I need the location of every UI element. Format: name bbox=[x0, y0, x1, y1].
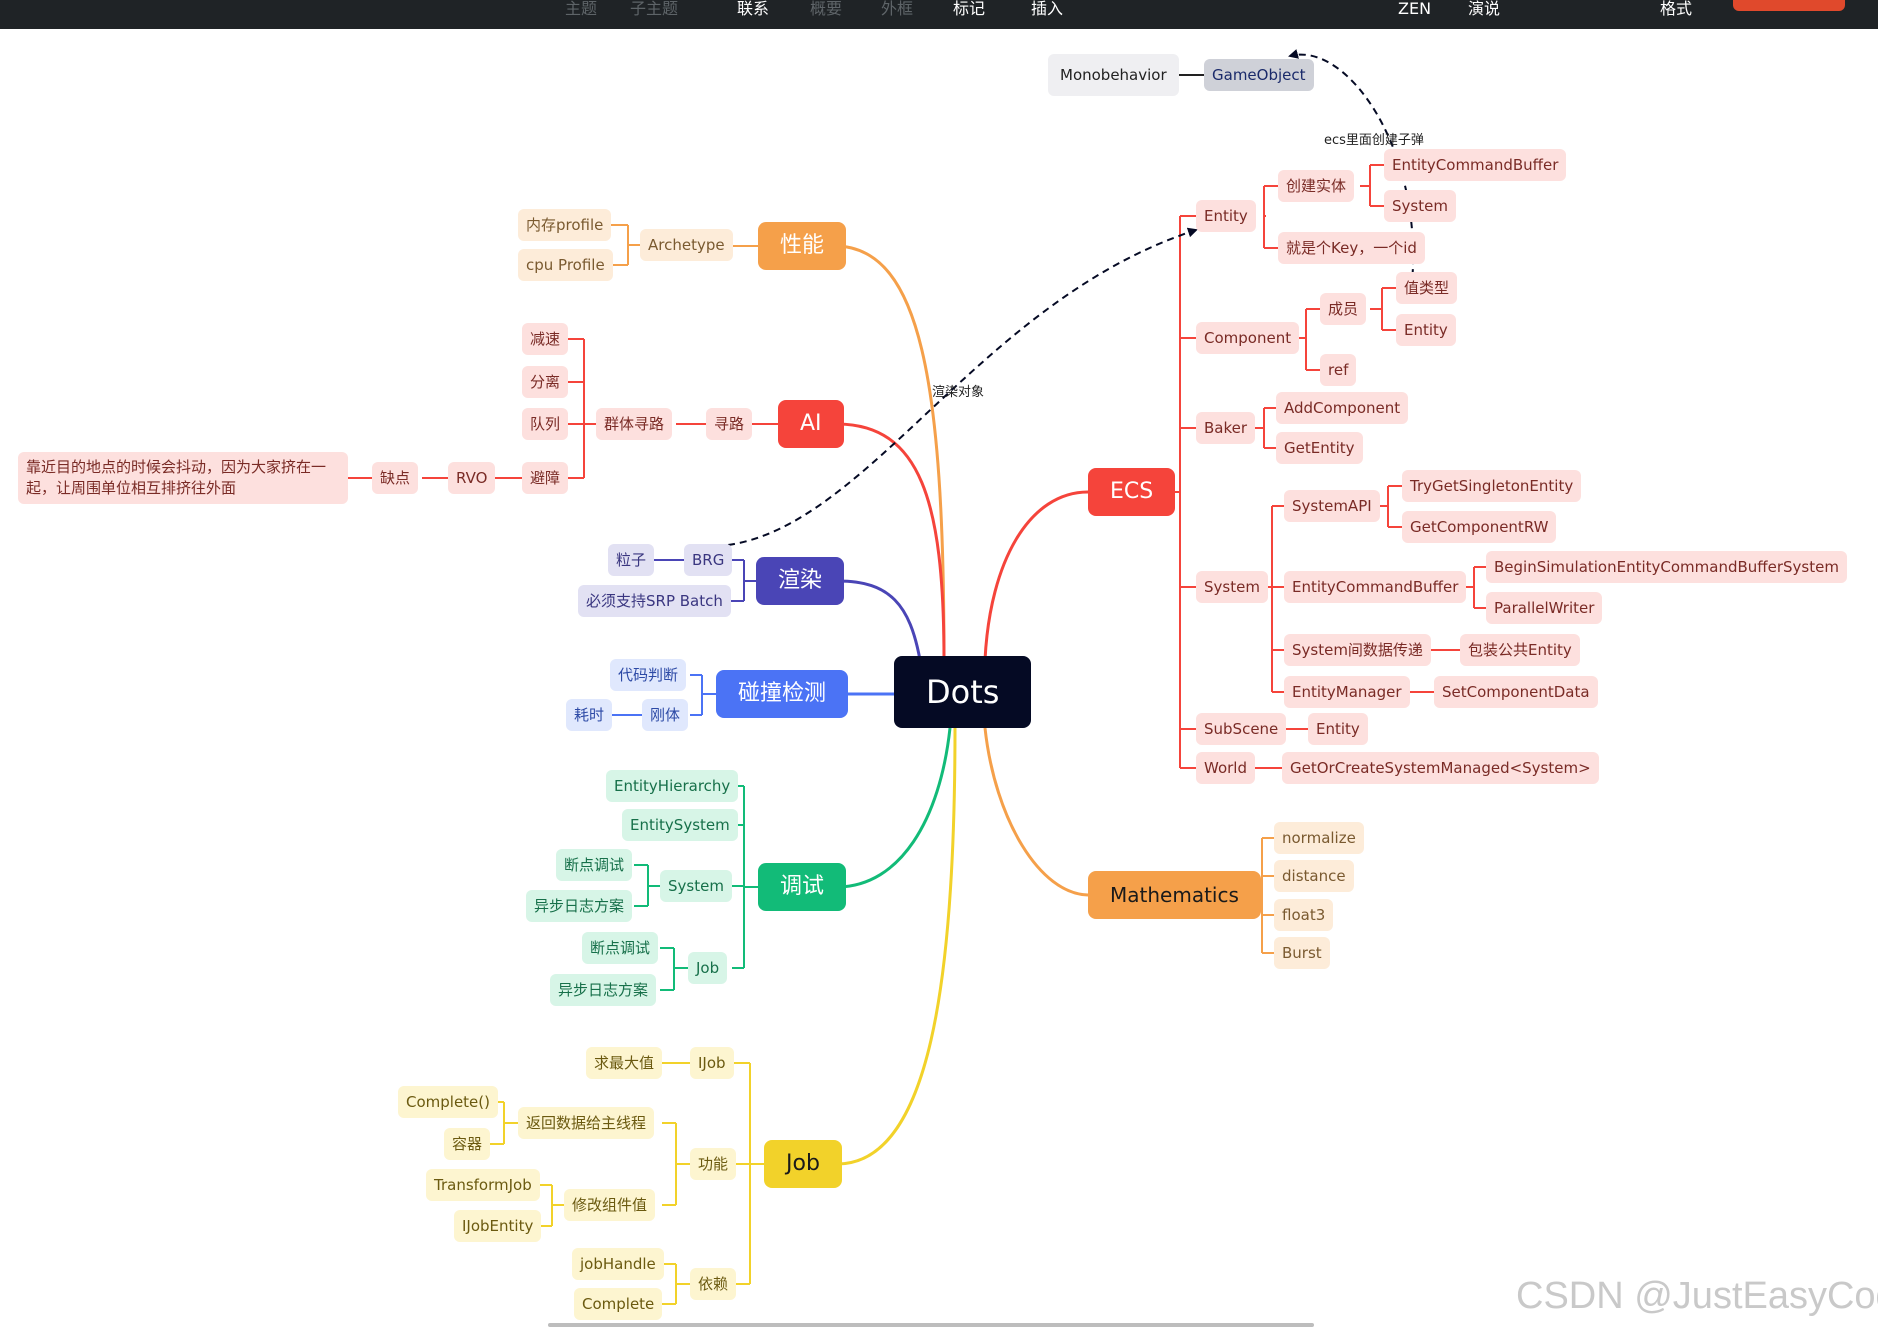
topic-float3[interactable]: float3 bbox=[1274, 899, 1334, 931]
topic-job-async-log[interactable]: 异步日志方案 bbox=[550, 974, 657, 1006]
topic-collision[interactable]: 碰撞检测 bbox=[716, 670, 849, 718]
toolbar-summary[interactable]: 概要 bbox=[810, 0, 843, 18]
toolbar-pitch[interactable]: 演说 bbox=[1468, 0, 1501, 18]
topic-entity[interactable]: Entity bbox=[1196, 200, 1256, 232]
toolbar-insert[interactable]: 插入 bbox=[1031, 0, 1064, 18]
topic-particle[interactable]: 粒子 bbox=[608, 544, 655, 576]
topic-ai[interactable]: AI bbox=[778, 400, 844, 448]
topic-add-component[interactable]: AddComponent bbox=[1276, 392, 1409, 424]
topic-rigidbody[interactable]: 刚体 bbox=[642, 699, 689, 731]
topic-find-max[interactable]: 求最大值 bbox=[586, 1047, 663, 1079]
topic-rvo[interactable]: RVO bbox=[448, 462, 496, 494]
topic-debug-system[interactable]: System bbox=[660, 870, 732, 902]
topic-entity-system[interactable]: EntitySystem bbox=[622, 809, 738, 841]
topic-return-to-main[interactable]: 返回数据给主线程 bbox=[518, 1107, 655, 1139]
topic-container[interactable]: 容器 bbox=[444, 1128, 491, 1160]
topic-begin-simulation-ecb[interactable]: BeginSimulationEntityCommandBufferSystem bbox=[1486, 551, 1847, 583]
topic-slowdown[interactable]: 减速 bbox=[522, 323, 569, 355]
topic-wrap-shared-entity[interactable]: 包装公共Entity bbox=[1460, 634, 1580, 666]
topic-modify-component[interactable]: 修改组件值 bbox=[564, 1189, 656, 1221]
topic-entity-manager[interactable]: EntityManager bbox=[1284, 676, 1410, 708]
topic-get-entity[interactable]: GetEntity bbox=[1276, 432, 1363, 464]
toolbar-boundary[interactable]: 外框 bbox=[881, 0, 914, 18]
watermark: CSDN @JustEasyCode bbox=[1516, 1275, 1878, 1317]
topic-mathematics[interactable]: Mathematics bbox=[1088, 871, 1261, 919]
topic-normalize[interactable]: normalize bbox=[1274, 822, 1364, 854]
topic-flock-pathfinding[interactable]: 群体寻路 bbox=[596, 408, 673, 440]
topic-entity-key[interactable]: 就是个Key，一个id bbox=[1278, 232, 1425, 264]
topic-ecs[interactable]: ECS bbox=[1088, 468, 1176, 516]
topic-memory-profile[interactable]: 内存profile bbox=[518, 209, 612, 241]
topic-member[interactable]: 成员 bbox=[1320, 293, 1367, 325]
topic-ecb-create[interactable]: EntityCommandBuffer bbox=[1384, 149, 1567, 181]
topic-system-data-transfer[interactable]: System间数据传递 bbox=[1284, 634, 1431, 666]
topic-archetype[interactable]: Archetype bbox=[640, 229, 733, 261]
topic-job[interactable]: Job bbox=[764, 1140, 842, 1188]
topic-burst[interactable]: Burst bbox=[1274, 937, 1330, 969]
toolbar-zen[interactable]: ZEN bbox=[1398, 0, 1432, 18]
topic-system-ecb[interactable]: EntityCommandBuffer bbox=[1284, 571, 1467, 603]
topic-get-component-rw[interactable]: GetComponentRW bbox=[1402, 511, 1557, 543]
topic-baker[interactable]: Baker bbox=[1196, 412, 1256, 444]
horizontal-scrollbar[interactable] bbox=[548, 1323, 1314, 1327]
topic-system-create[interactable]: System bbox=[1384, 190, 1456, 222]
topic-entity-hierarchy[interactable]: EntityHierarchy bbox=[606, 770, 739, 802]
topic-parallel-writer[interactable]: ParallelWriter bbox=[1486, 592, 1603, 624]
topic-ecs-system[interactable]: System bbox=[1196, 571, 1268, 603]
root-topic-dots[interactable]: Dots bbox=[894, 656, 1032, 728]
topic-try-get-singleton[interactable]: TryGetSingletonEntity bbox=[1402, 470, 1582, 502]
topic-debug-job[interactable]: Job bbox=[688, 952, 728, 984]
relation-lines bbox=[727, 49, 1415, 546]
topic-world[interactable]: World bbox=[1196, 752, 1255, 784]
topic-cpu-profile[interactable]: cpu Profile bbox=[518, 249, 613, 281]
topic-code-check[interactable]: 代码判断 bbox=[610, 659, 687, 691]
topic-flaw[interactable]: 缺点 bbox=[372, 462, 419, 494]
topic-debug[interactable]: 调试 bbox=[758, 863, 847, 911]
topic-ref[interactable]: ref bbox=[1320, 354, 1357, 386]
topic-complete[interactable]: Complete bbox=[574, 1288, 663, 1320]
share-button[interactable] bbox=[1733, 0, 1845, 11]
floating-topic-gameobject[interactable]: GameObject bbox=[1204, 59, 1314, 91]
toolbar-topic[interactable]: 主题 bbox=[565, 0, 598, 18]
topic-performance[interactable]: 性能 bbox=[758, 222, 847, 270]
relation-label-render-target[interactable]: 渲染对象 bbox=[932, 385, 985, 400]
topic-queue[interactable]: 队列 bbox=[522, 408, 569, 440]
topic-job-breakpoint[interactable]: 断点调试 bbox=[582, 932, 659, 964]
topic-job-handle[interactable]: jobHandle bbox=[572, 1248, 664, 1280]
topic-flaw-description[interactable]: 靠近目的地点的时候会抖动，因为大家挤在一起，让周围单位相互排挤往外面 bbox=[18, 452, 348, 504]
topic-brg[interactable]: BRG bbox=[684, 544, 733, 576]
topic-complete-call[interactable]: Complete() bbox=[398, 1086, 498, 1118]
topic-subscene-entity[interactable]: Entity bbox=[1308, 713, 1368, 745]
topic-avoidance[interactable]: 避障 bbox=[522, 462, 569, 494]
topic-transform-job[interactable]: TransformJob bbox=[426, 1169, 540, 1201]
floating-topic-monobehavior[interactable]: Monobehavior bbox=[1048, 54, 1179, 96]
topic-system-async-log[interactable]: 异步日志方案 bbox=[526, 890, 633, 922]
topic-create-entity[interactable]: 创建实体 bbox=[1278, 170, 1355, 202]
topic-function[interactable]: 功能 bbox=[690, 1148, 737, 1180]
topic-value-type[interactable]: 值类型 bbox=[1396, 272, 1458, 304]
topic-member-entity[interactable]: Entity bbox=[1396, 314, 1456, 346]
topic-distance[interactable]: distance bbox=[1274, 860, 1354, 892]
topic-subscene[interactable]: SubScene bbox=[1196, 713, 1287, 745]
top-toolbar: 主题 子主题 联系 概要 外框 标记 插入 ZEN 演说 格式 bbox=[0, 0, 1878, 29]
toolbar-marker[interactable]: 标记 bbox=[953, 0, 986, 18]
topic-ijobentity[interactable]: IJobEntity bbox=[454, 1210, 542, 1242]
toolbar-relation[interactable]: 联系 bbox=[737, 0, 770, 18]
topic-system-breakpoint[interactable]: 断点调试 bbox=[556, 849, 633, 881]
toolbar-format[interactable]: 格式 bbox=[1660, 0, 1693, 18]
topic-pathfinding[interactable]: 寻路 bbox=[706, 408, 753, 440]
topic-system-api[interactable]: SystemAPI bbox=[1284, 490, 1380, 522]
topic-component[interactable]: Component bbox=[1196, 322, 1300, 354]
topic-separation[interactable]: 分离 bbox=[522, 366, 569, 398]
topic-render[interactable]: 渲染 bbox=[756, 557, 845, 605]
relation-label-ecs-bullet[interactable]: ecs里面创建子弹 bbox=[1324, 133, 1424, 148]
topic-get-or-create-system[interactable]: GetOrCreateSystemManaged<System> bbox=[1282, 752, 1599, 784]
topic-set-component-data[interactable]: SetComponentData bbox=[1434, 676, 1598, 708]
topic-ijob[interactable]: IJob bbox=[690, 1047, 734, 1079]
topic-dependency[interactable]: 依赖 bbox=[690, 1268, 737, 1300]
main-branch-lines bbox=[837, 244, 1089, 1166]
toolbar-subtopic[interactable]: 子主题 bbox=[630, 0, 679, 18]
topic-srp-batch[interactable]: 必须支持SRP Batch bbox=[578, 585, 731, 617]
topic-time-cost[interactable]: 耗时 bbox=[566, 699, 613, 731]
